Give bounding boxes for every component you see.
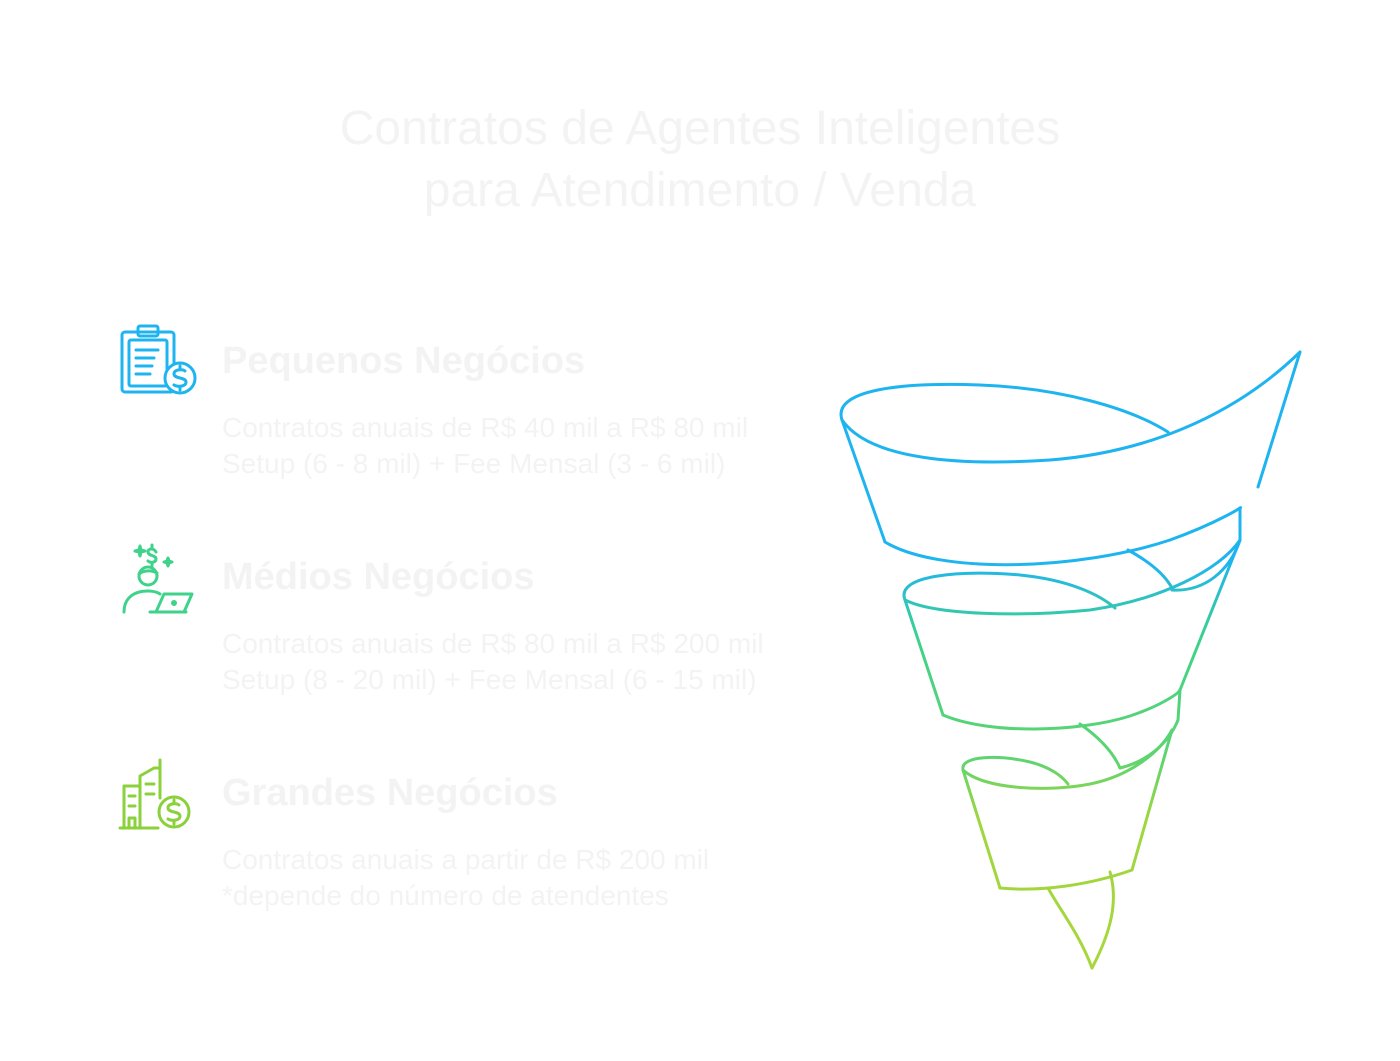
funnel-band-top (883, 506, 1243, 567)
funnel-band-lower (961, 728, 1174, 790)
tier-description-large: Contratos anuais a partir de R$ 200 mil … (222, 842, 709, 914)
tier-description-line: Contratos anuais de R$ 80 mil a R$ 200 m… (222, 628, 764, 659)
title-line-2: para Atendimento / Venda (423, 164, 977, 217)
tier-description-line: Contratos anuais a partir de R$ 200 mil (222, 844, 710, 875)
funnel-band-lower (1130, 728, 1174, 872)
tier-description-line: Setup (8 - 20 mil) + Fee Mensal (6 - 15 … (222, 664, 757, 695)
clipboard-dollar-icon (110, 320, 206, 416)
tier-heading-small: Pequenos Negócios (222, 340, 586, 382)
funnel-tip (1046, 886, 1094, 970)
tier-heading-medium: Médios Negócios (222, 556, 535, 598)
tier-description-medium: Contratos anuais de R$ 80 mil a R$ 200 m… (222, 626, 764, 698)
funnel-band-middle (903, 598, 945, 717)
tier-description-small: Contratos anuais de R$ 40 mil a R$ 80 mi… (222, 410, 748, 482)
funnel-band-middle (1178, 538, 1242, 692)
funnel-band-inner (1078, 722, 1122, 770)
funnel-band-top (840, 350, 1302, 464)
funnel-band-top (840, 418, 887, 544)
funnel-band-middle (902, 571, 1117, 610)
tier-description-line: *depende do número de atendentes (222, 880, 669, 911)
funnel-band-top (1256, 350, 1302, 489)
funnel-spiral-illustration (820, 330, 1320, 990)
funnel-tip (1090, 870, 1115, 970)
tier-description-line: Setup (6 - 8 mil) + Fee Mensal (3 - 6 mi… (222, 448, 726, 479)
funnel-band-lower (961, 755, 1070, 786)
funnel-band-middle (1170, 506, 1242, 592)
buildings-dollar-icon (110, 752, 206, 848)
funnel-band-inner (1126, 548, 1174, 590)
funnel-band-top (839, 382, 1170, 434)
person-laptop-dollar-icon (110, 536, 206, 632)
diagram-title: Contratos de Agentes Inteligentes para A… (0, 98, 1400, 222)
title-line-1: Contratos de Agentes Inteligentes (339, 102, 1061, 155)
funnel-band-middle (941, 688, 1182, 731)
funnel-band-lower (961, 768, 1002, 890)
funnel-band-middle (903, 538, 1242, 616)
tier-heading-large: Grandes Negócios (222, 772, 558, 814)
funnel-band-lower (998, 868, 1134, 891)
tier-description-line: Contratos anuais de R$ 40 mil a R$ 80 mi… (222, 412, 749, 443)
